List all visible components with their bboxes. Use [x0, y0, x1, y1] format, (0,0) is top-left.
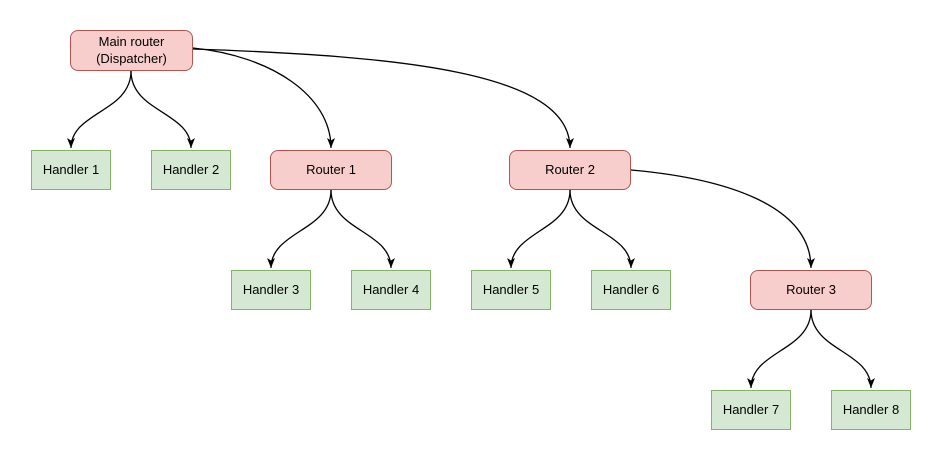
node-handler-5: Handler 5	[471, 270, 551, 310]
node-main-router: Main router (Dispatcher)	[70, 30, 193, 71]
node-handler-8: Handler 8	[831, 390, 911, 430]
node-handler-4: Handler 4	[351, 270, 431, 310]
edge-router-2-to-handler-6	[569, 189, 635, 269]
node-handler-6: Handler 6	[591, 270, 671, 310]
edge-router-2-to-router-3	[630, 169, 815, 269]
node-handler-2: Handler 2	[151, 150, 231, 190]
edge-router-2-to-handler-5	[507, 189, 571, 269]
node-router-3: Router 3	[750, 270, 872, 310]
edge-main-to-router-2	[192, 48, 574, 149]
edge-main-to-router-1	[192, 47, 335, 149]
edge-main-to-handler-2	[130, 70, 195, 149]
node-handler-1: Handler 1	[31, 150, 111, 190]
edge-router-1-to-handler-3	[267, 189, 332, 269]
edge-router-3-to-handler-7	[747, 309, 812, 389]
edge-router-1-to-handler-4	[330, 189, 395, 269]
edge-main-to-handler-1	[67, 70, 132, 149]
node-router-2: Router 2	[509, 150, 631, 190]
edge-router-3-to-handler-8	[810, 309, 875, 389]
node-handler-7: Handler 7	[711, 390, 791, 430]
node-handler-3: Handler 3	[231, 270, 311, 310]
node-router-1: Router 1	[270, 150, 392, 190]
